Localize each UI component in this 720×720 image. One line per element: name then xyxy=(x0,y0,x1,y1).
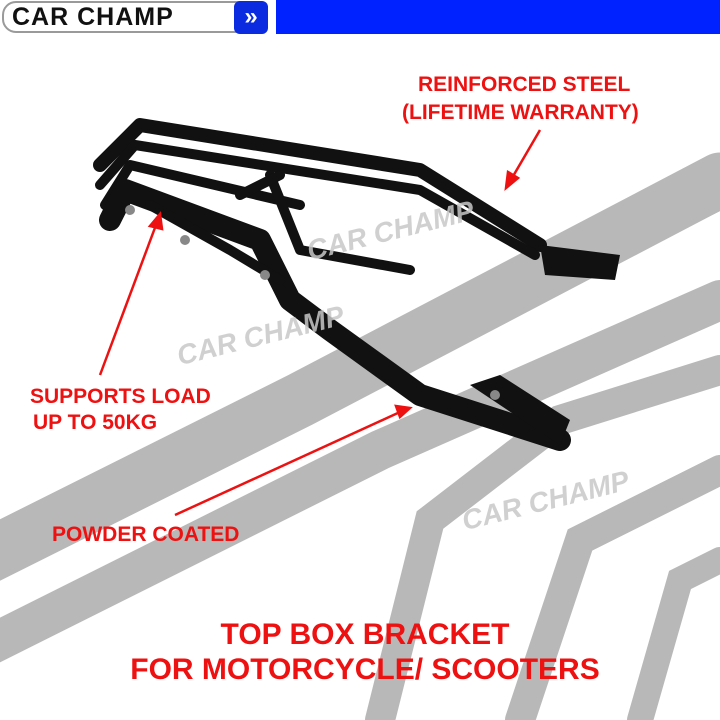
label-load-capacity: UP TO 50KG xyxy=(33,411,158,434)
label-lifetime-warranty: (LIFETIME WARRANTY) xyxy=(402,101,639,124)
header-bar xyxy=(276,0,720,34)
bracket xyxy=(93,118,571,451)
chevron-right-icon: » xyxy=(234,1,268,34)
bolt-holes xyxy=(125,205,500,400)
title-line-1: TOP BOX BRACKET xyxy=(220,618,510,651)
callout-arrows xyxy=(98,129,542,517)
label-supports-load: SUPPORTS LOAD xyxy=(30,385,211,408)
brand-logo-text: CAR CHAMP xyxy=(12,3,174,31)
label-powder-coated: POWDER COATED xyxy=(52,523,240,546)
title-line-2: FOR MOTORCYCLE/ SCOOTERS xyxy=(130,653,600,686)
brand-logo xyxy=(2,1,268,33)
label-reinforced-steel: REINFORCED STEEL xyxy=(418,73,631,96)
